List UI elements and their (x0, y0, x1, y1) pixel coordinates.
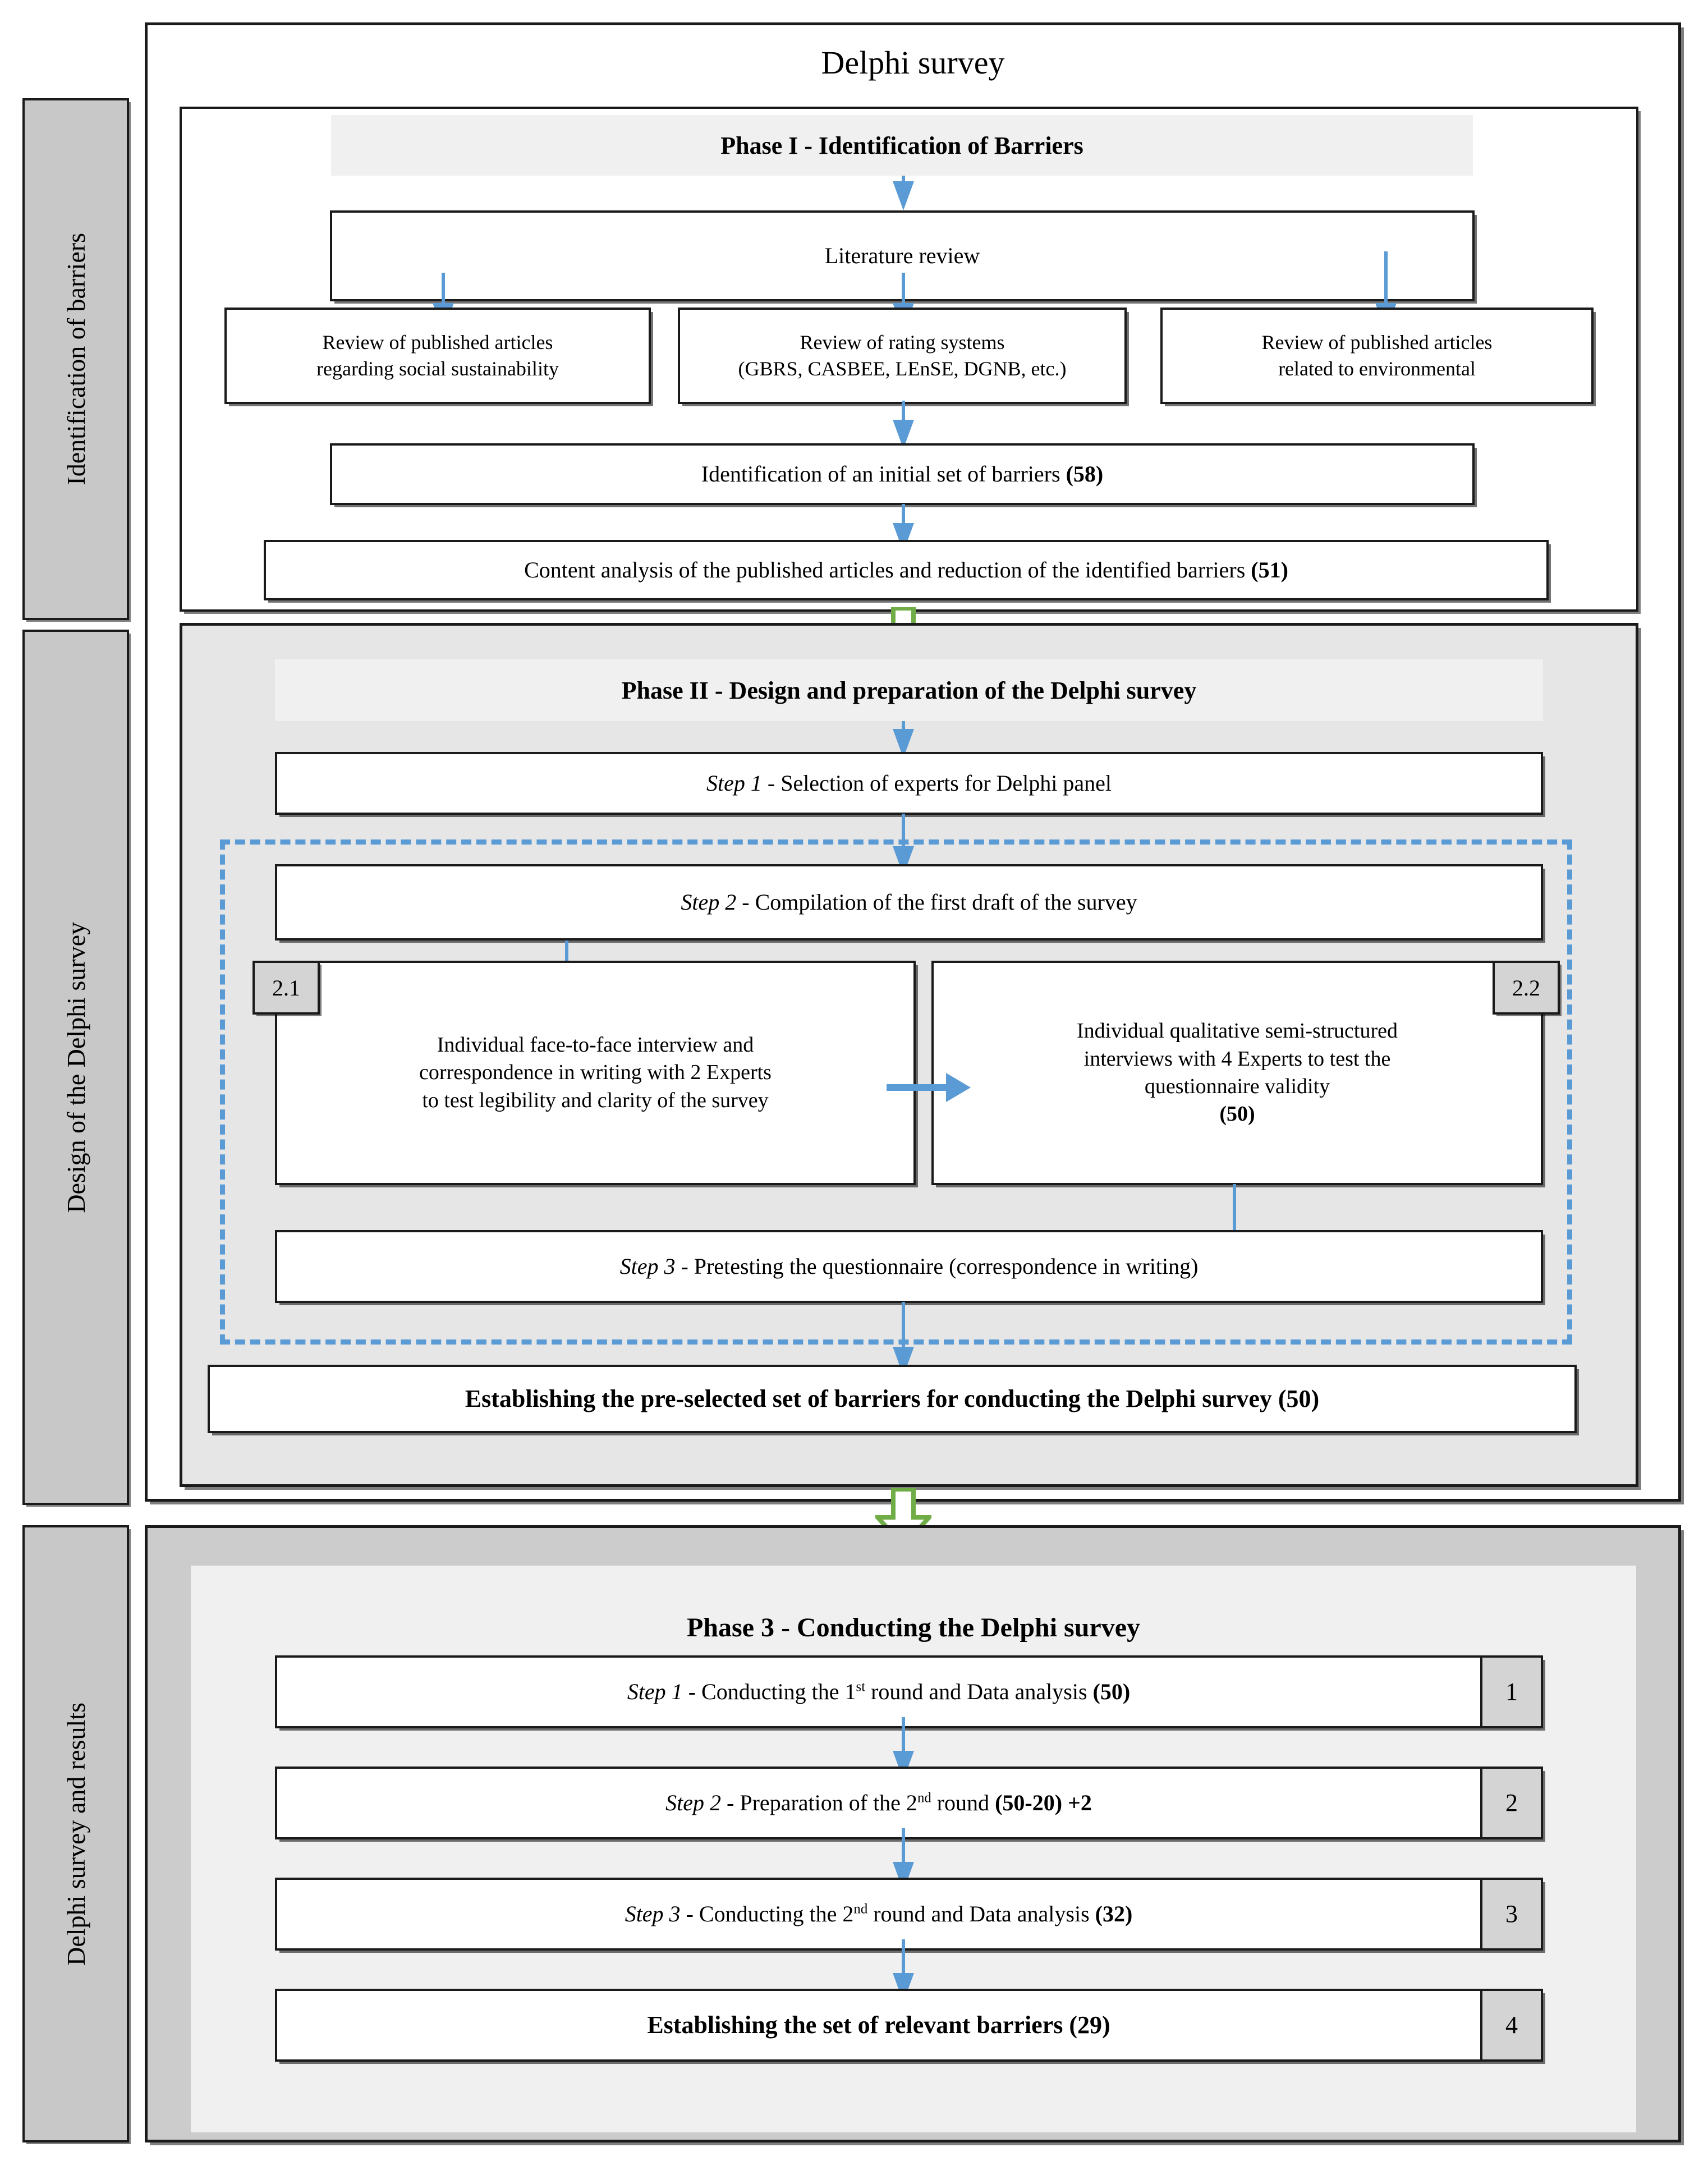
sub-step-2-1-tag: 2.1 (252, 961, 320, 1015)
arrow-sub21-to-sub22 (887, 1073, 971, 1102)
sub-step-2-2-box: Individual qualitative semi-structured i… (931, 961, 1543, 1185)
rail-delphi-survey-and-results: Delphi survey and results (22, 1525, 129, 2142)
phase2-step3-label: Step 3 - Pretesting the questionnaire (c… (619, 1254, 1199, 1279)
phase3-row-4: Establishing the set of relevant barrier… (275, 1989, 1543, 2062)
sub22-count: (50) (1219, 1102, 1255, 1126)
phase3-row-2-number: 2 (1480, 1769, 1541, 1837)
phase3-banner-text: Phase 3 - Conducting the Delphi survey (686, 1612, 1141, 1642)
rail-label-1: Identification of barriers (61, 233, 90, 485)
phase3-row-2-label: Step 2 - Preparation of the 2nd round (5… (665, 1790, 1092, 1815)
phase3-banner: Phase 3 - Conducting the Delphi survey (191, 1596, 1636, 1658)
rail-design-of-the-delphi-survey: Design of the Delphi survey (22, 630, 129, 1505)
sub21-line-3: to test legibility and clarity of the su… (422, 1088, 769, 1112)
sub21-line-2: correspondence in writing with 2 Experts (419, 1061, 772, 1085)
arrow-banner-to-literature-review (892, 176, 915, 210)
phase1-banner-text: Phase I - Identification of Barriers (720, 131, 1083, 159)
phase2-step3-box: Step 3 - Pretesting the questionnaire (c… (275, 1230, 1543, 1303)
review-box-2: Review of rating systems (GBRS, CASBEE, … (678, 308, 1127, 404)
phase1-banner: Phase I - Identification of Barriers (331, 115, 1473, 176)
sub22-tag-text: 2.2 (1512, 975, 1540, 1001)
review-box-3: Review of published articles related to … (1160, 308, 1594, 404)
content-analysis-box: Content analysis of the published articl… (264, 540, 1549, 600)
initial-set-label: Identification of an initial set of barr… (701, 461, 1104, 487)
arrow-review2-to-initial-set (892, 401, 915, 449)
sub22-line-2: interviews with 4 Experts to test the (1083, 1047, 1391, 1071)
review-3-line-1: Review of published articles (1261, 331, 1493, 354)
page-title: Delphi survey (145, 25, 1681, 100)
phase2-establishing-box: Establishing the pre-selected set of bar… (208, 1365, 1577, 1433)
phase3-row-3-number: 3 (1480, 1880, 1541, 1948)
page-title-text: Delphi survey (821, 44, 1005, 81)
review-1-line-1: Review of published articles (322, 331, 553, 354)
review-2-line-1: Review of rating systems (800, 331, 1005, 354)
initial-set-of-barriers-box: Identification of an initial set of barr… (330, 443, 1475, 505)
phase3-row-4-number: 4 (1480, 1991, 1541, 2059)
sub21-line-1: Individual face-to-face interview and (437, 1033, 754, 1057)
phase2-banner: Phase II - Design and preparation of the… (275, 659, 1543, 721)
rail-label-3: Delphi survey and results (61, 1702, 90, 1966)
review-1-line-2: regarding social sustainability (316, 357, 559, 380)
phase2-dashed-group (220, 839, 1572, 1345)
phase2-banner-text: Phase II - Design and preparation of the… (621, 676, 1197, 704)
sub-step-2-1-box: Individual face-to-face interview and co… (275, 961, 916, 1185)
literature-review-label: Literature review (824, 243, 980, 268)
sub22-line-3: questionnaire validity (1144, 1075, 1330, 1098)
phase3-row-1-number: 1 (1480, 1658, 1541, 1726)
phase3-row-1: Step 1 - Conducting the 1st round and Da… (275, 1655, 1543, 1728)
phase2-step1-box: Step 1 - Selection of experts for Delphi… (275, 752, 1543, 815)
phase3-row-4-label: Establishing the set of relevant barrier… (647, 2011, 1110, 2039)
review-2-line-2: (GBRS, CASBEE, LEnSE, DGNB, etc.) (738, 357, 1067, 380)
review-3-line-2: related to environmental (1278, 357, 1476, 380)
sub21-tag-text: 2.1 (272, 975, 300, 1001)
content-analysis-label: Content analysis of the published articl… (524, 557, 1288, 582)
phase2-establishing-label: Establishing the pre-selected set of bar… (465, 1385, 1320, 1413)
sub-step-2-2-tag: 2.2 (1493, 961, 1560, 1015)
rail-identification-of-barriers: Identification of barriers (22, 98, 129, 620)
sub22-line-1: Individual qualitative semi-structured (1077, 1019, 1398, 1043)
rail-label-2: Design of the Delphi survey (61, 921, 90, 1213)
phase2-step1-label: Step 1 - Selection of experts for Delphi… (706, 770, 1112, 796)
review-box-1: Review of published articles regarding s… (224, 308, 651, 404)
phase3-row-1-label: Step 1 - Conducting the 1st round and Da… (627, 1679, 1131, 1704)
phase2-step2-box: Step 2 - Compilation of the first draft … (275, 864, 1543, 940)
phase3-row-3-label: Step 3 - Conducting the 2nd round and Da… (625, 1901, 1133, 1926)
phase2-step2-label: Step 2 - Compilation of the first draft … (681, 889, 1137, 915)
